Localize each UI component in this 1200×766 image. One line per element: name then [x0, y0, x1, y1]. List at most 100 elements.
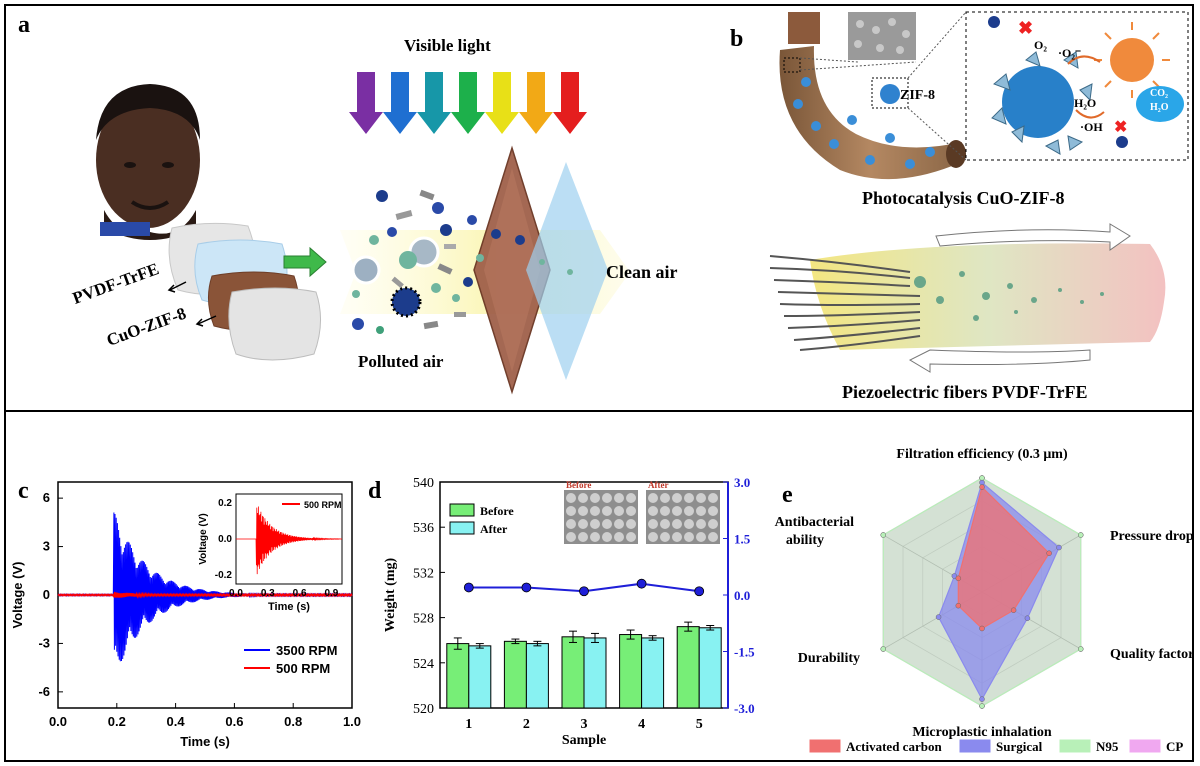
axis-label-antibacterial-1: Antibacterial [775, 515, 854, 530]
sem-grain [672, 506, 682, 516]
x-tick-label: 0.8 [284, 714, 302, 729]
bar-after [468, 645, 492, 709]
y-right-tick-label: 3.0 [734, 475, 750, 490]
sem-grain [614, 493, 624, 503]
sem-grain [696, 519, 706, 529]
inset-legend-label: 500 RPM [304, 500, 342, 510]
sem-grain [590, 506, 600, 516]
inset-y-label: Voltage (V) [198, 513, 209, 564]
panel-divider [4, 410, 1194, 412]
sem-image [646, 490, 720, 544]
panel-b-illustration: ✖ ✖ [769, 11, 1189, 373]
sem-grain [614, 506, 624, 516]
radar-point [880, 532, 887, 538]
sem-grain [660, 493, 670, 503]
bar-before [503, 640, 527, 709]
sem-label: Before [566, 480, 591, 490]
clean-air-label: Clean air [606, 262, 678, 282]
cuo-fiber [779, 46, 962, 180]
light-arrow [553, 72, 587, 134]
radar-point [979, 625, 985, 632]
o2-radical-label: ·O₂⁻ [1058, 46, 1082, 60]
radar-point [979, 484, 985, 490]
inset-y-tick-label: -0.2 [215, 570, 233, 581]
y-tick-label: 0 [43, 587, 50, 602]
radar-point [880, 646, 887, 652]
y-tick-label: -6 [38, 684, 50, 699]
panel-c-letter: c [18, 478, 29, 504]
y-right-tick-label: -1.5 [734, 645, 755, 660]
sem-grain [614, 532, 624, 542]
bar-after [583, 637, 607, 709]
sem-grain [578, 519, 588, 529]
fiber-sample-square [788, 12, 820, 44]
visible-light-label: Visible light [404, 36, 491, 55]
sem-grain [602, 506, 612, 516]
y-tick-label: 6 [43, 490, 50, 505]
y-tick-label: 528 [413, 612, 434, 627]
weight-change-point [463, 582, 474, 593]
legend-label: Before [480, 504, 514, 518]
y-right-tick-label: 1.5 [734, 532, 751, 547]
legend-label-500: 500 RPM [276, 661, 330, 676]
weight-change-point [636, 578, 647, 589]
panel-b-letter: b [730, 26, 744, 52]
radar-point [1046, 550, 1052, 556]
sem-grain [578, 532, 588, 542]
polluted-air-label: Polluted air [358, 352, 444, 371]
weight-change-point [694, 586, 705, 597]
sem-grain [696, 506, 706, 516]
weight-change-point [521, 582, 532, 593]
visible-light-arrows [349, 72, 587, 134]
sem-grain [602, 519, 612, 529]
inset-x-tick-label: 0.9 [324, 588, 338, 599]
radar-point [935, 614, 942, 620]
axis-label-microplastic: Microplastic inhalation [912, 725, 1052, 740]
x-tick-label: 0.6 [225, 714, 243, 729]
sem-grain [648, 519, 658, 529]
bar-after [525, 643, 549, 709]
axis-label-durability: Durability [798, 651, 860, 666]
inset-x-tick-label: 0.0 [229, 588, 243, 599]
axis-label-quality-factor: Quality factor [1110, 647, 1194, 662]
x-tick-label: 2 [523, 717, 530, 732]
sem-grain [684, 532, 694, 542]
sem-grain [708, 532, 718, 542]
panel-a-illustration [96, 72, 630, 395]
sem-grain [684, 506, 694, 516]
zif8-label: ZIF-8 [900, 88, 935, 103]
x-tick-label: 3 [581, 717, 588, 732]
x-tick-label: 4 [638, 717, 645, 732]
pvdf-filter-layer [526, 162, 608, 380]
bar-after [698, 627, 722, 709]
radar-point [979, 475, 985, 481]
sem-grain [626, 493, 636, 503]
sem-label: After [648, 480, 668, 490]
light-arrow [417, 72, 451, 134]
bar-before [446, 643, 470, 709]
sem-grain [672, 532, 682, 542]
sem-grain [708, 506, 718, 516]
light-arrow [383, 72, 417, 134]
inset-x-tick-label: 0.6 [293, 588, 307, 599]
radar-point [955, 602, 962, 609]
y-axis-label: Voltage (V) [10, 562, 25, 629]
airflow-arrow-bottom [908, 349, 1091, 373]
o2-label: O₂ [1034, 38, 1047, 52]
h2o-label: H₂O [1074, 96, 1097, 110]
bar-before [619, 634, 643, 709]
sem-grain [648, 532, 658, 542]
h2o-product-label: H₂O [1150, 102, 1169, 113]
legend-swatch [449, 521, 475, 535]
radar-point [1077, 646, 1084, 652]
legend-label: CP [1166, 739, 1183, 754]
sem-grain [672, 493, 682, 503]
sem-grain [696, 493, 706, 503]
radar-point [979, 696, 985, 702]
sem-grain [684, 493, 694, 503]
inset-series-500rpm [236, 506, 343, 575]
y-tick-label: 536 [413, 521, 434, 536]
sem-grain [602, 493, 612, 503]
zif8-crystal [1002, 66, 1074, 138]
